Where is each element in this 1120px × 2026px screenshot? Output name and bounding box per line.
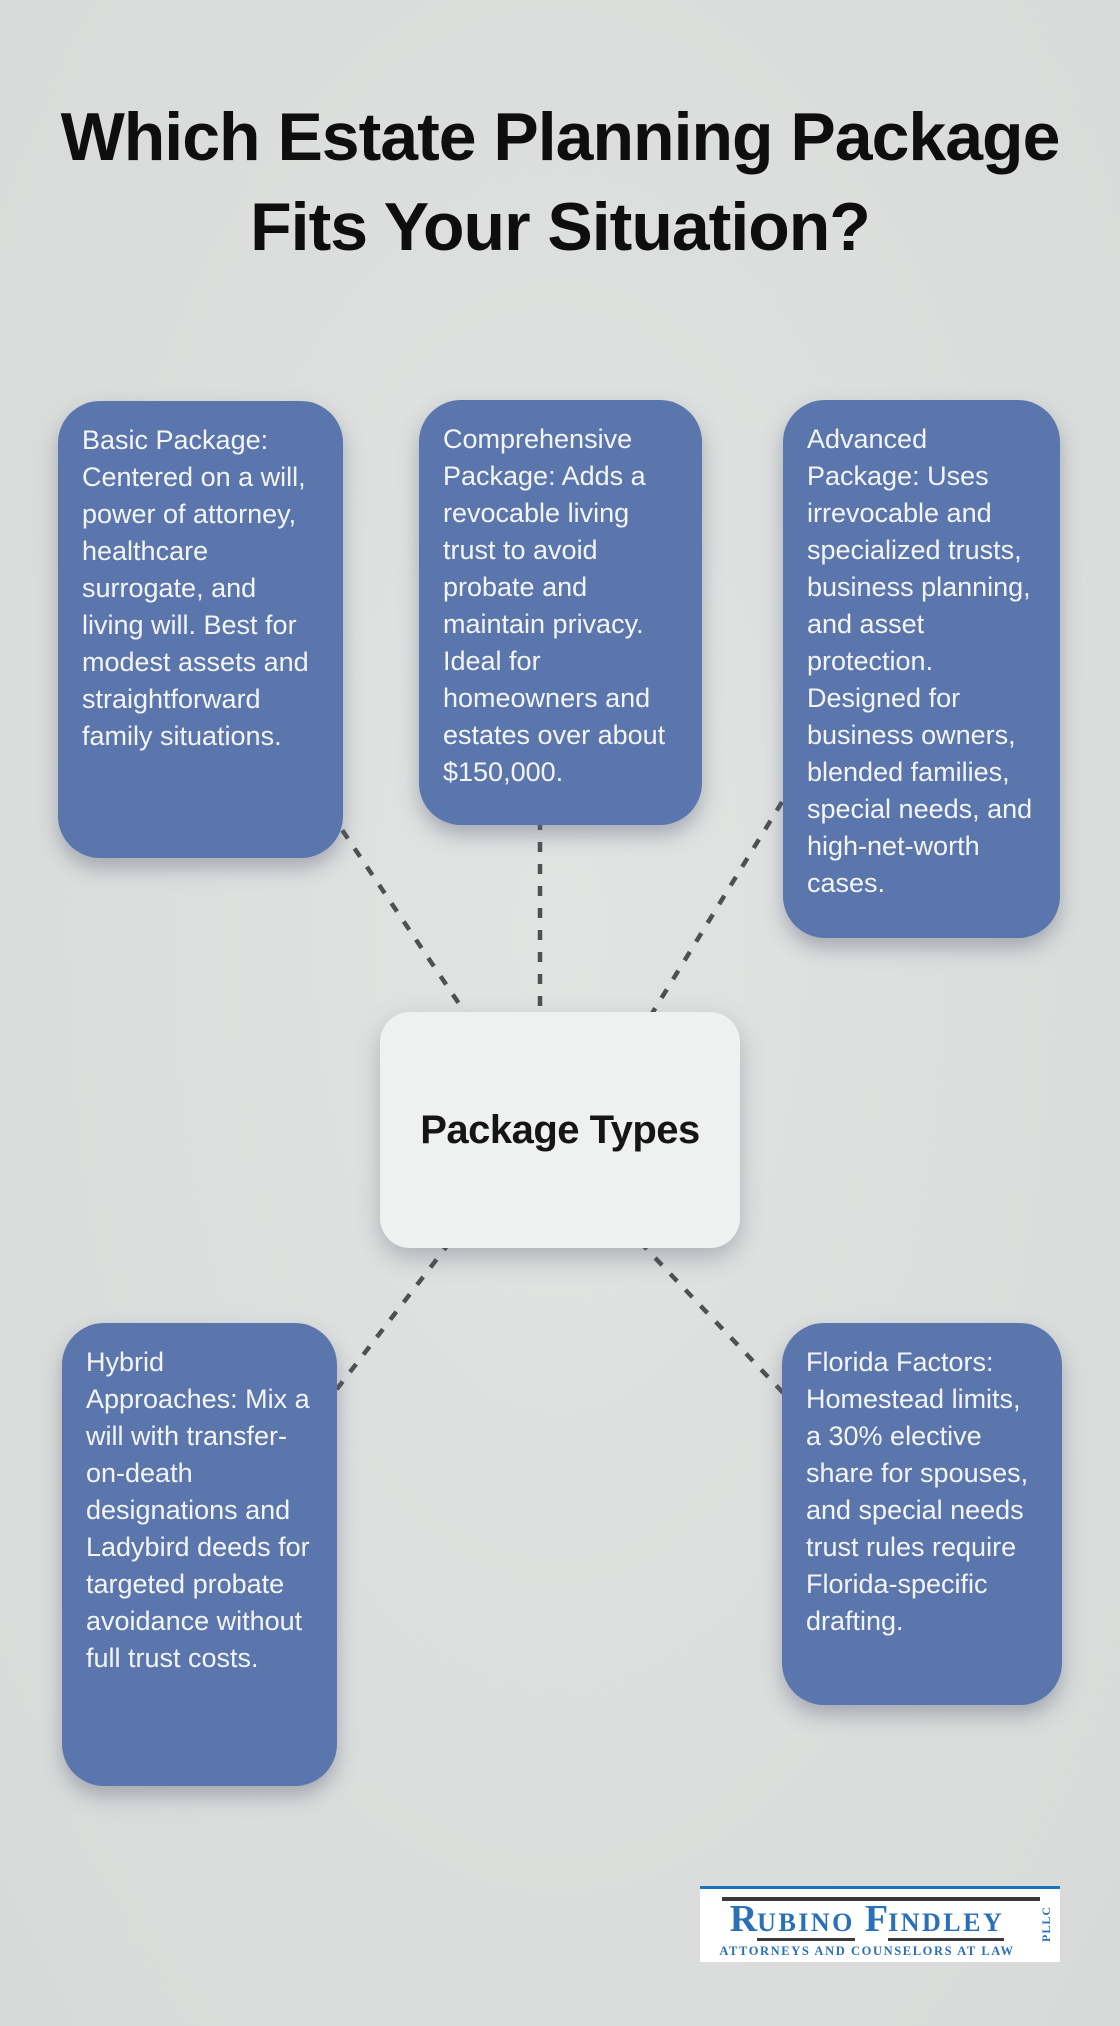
- center-node-package-types: Package Types: [380, 1012, 740, 1248]
- node-comprehensive-package: Comprehensive Package: Adds a revocable …: [419, 400, 702, 825]
- logo-word-findley: INDLEY: [888, 1908, 1005, 1941]
- logo-word-rubino: UBINO: [757, 1908, 855, 1941]
- connector-florida: [638, 1240, 792, 1402]
- node-basic-package-text: Basic Package: Centered on a will, power…: [82, 425, 309, 751]
- logo-firm-name: RUBINO FINDLEY: [700, 1898, 1034, 1941]
- node-advanced-package-text: Advanced Package: Uses irrevocable and s…: [807, 424, 1033, 898]
- page-title: Which Estate Planning Package Fits Your …: [60, 99, 1061, 265]
- connector-advanced: [646, 800, 784, 1022]
- center-node-label: Package Types: [420, 1107, 700, 1152]
- logo-tagline: ATTORNEYS AND COUNSELORS AT LAW: [719, 1944, 1015, 1958]
- logo-top-rule: [722, 1897, 1040, 1901]
- node-comprehensive-package-text: Comprehensive Package: Adds a revocable …: [443, 424, 666, 787]
- firm-logo: RUBINO FINDLEY PLLC ATTORNEYS AND COUNSEL…: [700, 1886, 1060, 1962]
- node-hybrid-approaches: Hybrid Approaches: Mix a will with trans…: [62, 1323, 337, 1786]
- node-basic-package: Basic Package: Centered on a will, power…: [58, 401, 343, 858]
- logo-initial-f: F: [864, 1898, 889, 1940]
- connector-hybrid: [328, 1240, 452, 1400]
- node-florida-factors: Florida Factors: Homestead limits, a 30%…: [782, 1323, 1062, 1705]
- node-advanced-package: Advanced Package: Uses irrevocable and s…: [783, 400, 1060, 938]
- node-hybrid-approaches-text: Hybrid Approaches: Mix a will with trans…: [86, 1347, 310, 1673]
- logo-suffix-pllc: PLLC: [1039, 1905, 1053, 1942]
- node-florida-factors-text: Florida Factors: Homestead limits, a 30%…: [806, 1347, 1029, 1636]
- connector-basic: [328, 810, 472, 1022]
- logo-initial-r: R: [729, 1898, 758, 1940]
